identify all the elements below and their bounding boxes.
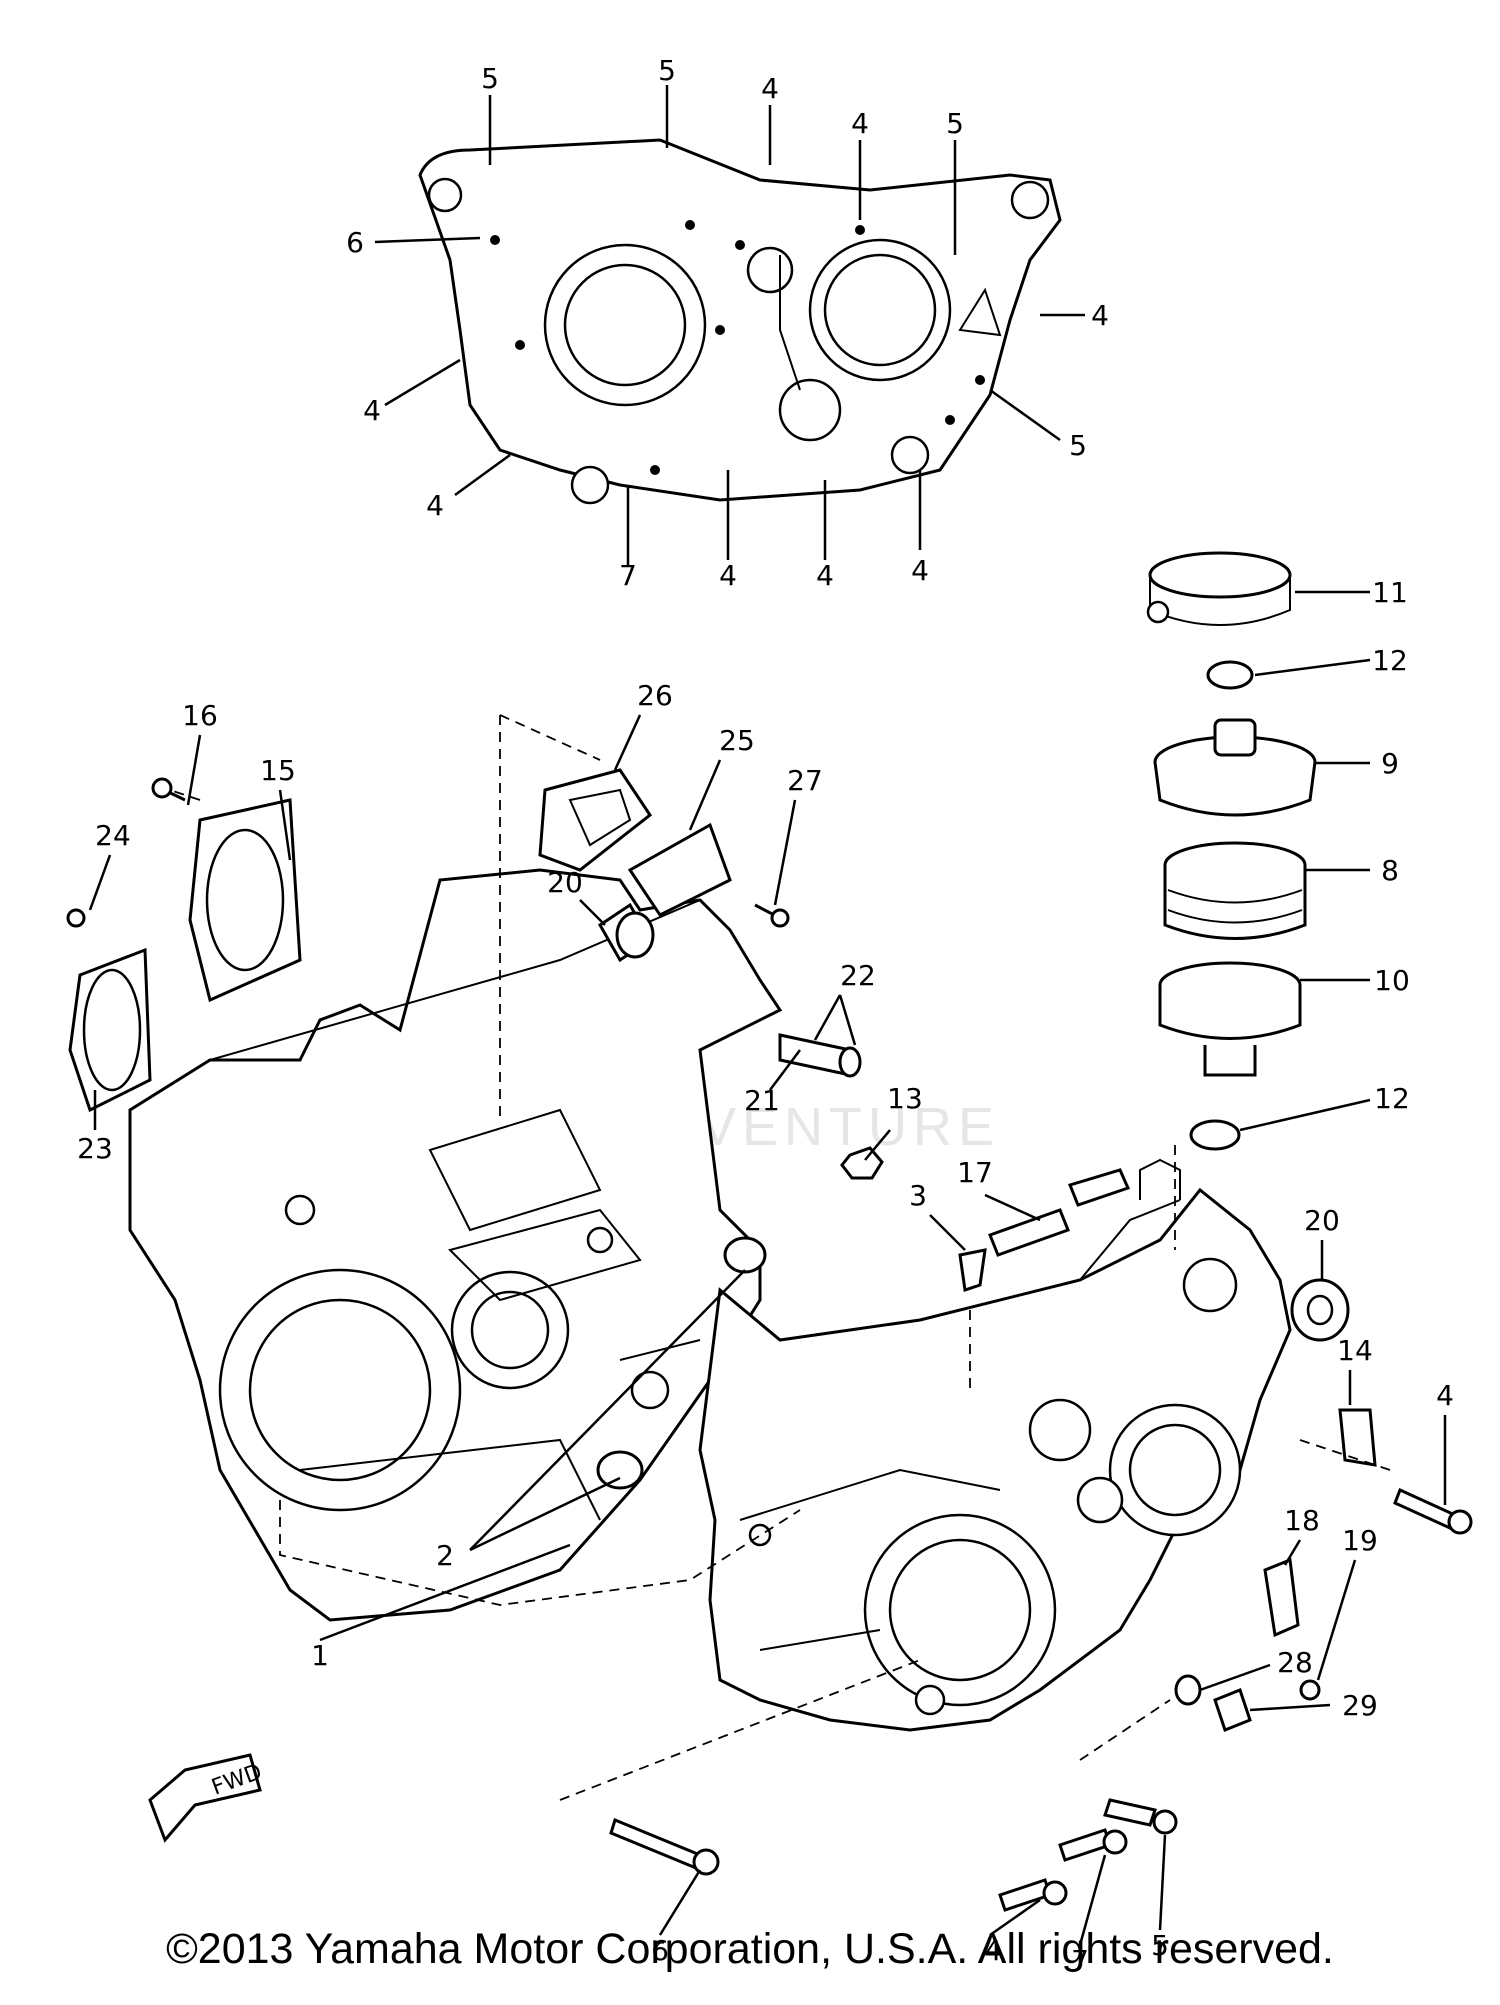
fwd-arrow: FWD — [148, 1753, 265, 1843]
callout-5: 5 — [481, 62, 499, 95]
cover-15 — [188, 798, 302, 1003]
callout-5: 5 — [658, 54, 676, 87]
callout-4: 4 — [426, 489, 444, 522]
crankcase-gasket — [418, 138, 1062, 505]
callout-8: 8 — [1381, 854, 1399, 887]
left-crankcase — [128, 868, 783, 1622]
gasket-23 — [68, 947, 152, 1113]
leader-lines — [88, 85, 1447, 1946]
callout-6: 6 — [651, 1934, 669, 1967]
sleeve-8 — [1163, 841, 1307, 940]
callout-15: 15 — [260, 754, 296, 787]
cover-25 — [627, 822, 732, 917]
copyright-notice: ©2013 Yamaha Motor Corporation, U.S.A. A… — [166, 1925, 1334, 1973]
callout-21: 21 — [744, 1084, 780, 1117]
callout-1: 1 — [311, 1639, 329, 1672]
nut-13 — [840, 1146, 884, 1180]
washer-28 — [1174, 1674, 1202, 1706]
callout-20: 20 — [1304, 1204, 1340, 1237]
callout-25: 25 — [719, 724, 755, 757]
callout-4: 4 — [851, 107, 869, 140]
dowel-2 — [596, 1236, 767, 1490]
clamp-12b — [1189, 1119, 1241, 1151]
callout-27: 27 — [787, 764, 823, 797]
bushing-20a — [598, 902, 655, 963]
bracket-18 — [1263, 1557, 1300, 1638]
bolt-29 — [1213, 1688, 1252, 1732]
band-clamp-11 — [1146, 551, 1292, 626]
callout-4: 4 — [1436, 1379, 1454, 1412]
callout-4: 4 — [1091, 299, 1109, 332]
callout-20: 20 — [547, 866, 583, 899]
callout-4: 4 — [761, 72, 779, 105]
fitting-3 — [958, 1248, 987, 1292]
callout-22: 22 — [840, 959, 876, 992]
callout-18: 18 — [1284, 1504, 1320, 1537]
callout-9: 9 — [1381, 747, 1399, 780]
callout-4: 4 — [363, 394, 381, 427]
callout-11: 11 — [1372, 576, 1408, 609]
bracket-26 — [538, 768, 653, 872]
clamp-12a — [1206, 660, 1254, 690]
callout-16: 16 — [182, 699, 218, 732]
callout-23: 23 — [77, 1132, 113, 1165]
ring-10 — [1158, 961, 1302, 1077]
screw-27 — [754, 903, 790, 928]
callout-4: 4 — [719, 559, 737, 592]
callout-5: 5 — [946, 107, 964, 140]
callout-12: 12 — [1374, 1082, 1410, 1115]
callout-5: 5 — [1151, 1929, 1169, 1962]
callout-19: 19 — [1342, 1524, 1378, 1557]
bushing-20b — [1290, 1278, 1350, 1342]
callout-labels: 5 5 4 4 5 6 4 4 5 4 7 4 4 4 11 12 9 8 10… — [77, 54, 1454, 1977]
callout-3: 3 — [909, 1179, 927, 1212]
cap-9 — [1153, 718, 1317, 817]
pin-21-22 — [778, 1033, 862, 1078]
callout-10: 10 — [1374, 964, 1410, 997]
callout-4: 4 — [816, 559, 834, 592]
callout-26: 26 — [637, 679, 673, 712]
bolts-bottom — [609, 1487, 1473, 1912]
callout-14: 14 — [1337, 1334, 1373, 1367]
right-crankcase — [698, 1158, 1292, 1732]
screw-24 — [66, 908, 86, 928]
callout-2: 2 — [436, 1539, 454, 1572]
callout-24: 24 — [95, 819, 131, 852]
callout-4: 4 — [984, 1934, 1002, 1967]
callout-13: 13 — [887, 1082, 923, 1115]
bracket-14 — [1338, 1408, 1377, 1467]
callout-12: 12 — [1372, 644, 1408, 677]
callout-17: 17 — [957, 1156, 993, 1189]
callout-29: 29 — [1342, 1689, 1378, 1722]
callout-7: 7 — [1071, 1944, 1089, 1977]
screw-19 — [1299, 1679, 1321, 1701]
callout-7: 7 — [619, 559, 637, 592]
callout-6: 6 — [346, 226, 364, 259]
screw-16 — [151, 777, 186, 802]
watermark-text: VENTURE — [700, 1097, 1000, 1157]
callout-4: 4 — [911, 554, 929, 587]
callout-28: 28 — [1277, 1646, 1313, 1679]
callout-5: 5 — [1069, 429, 1087, 462]
pipe-17 — [988, 1168, 1131, 1257]
